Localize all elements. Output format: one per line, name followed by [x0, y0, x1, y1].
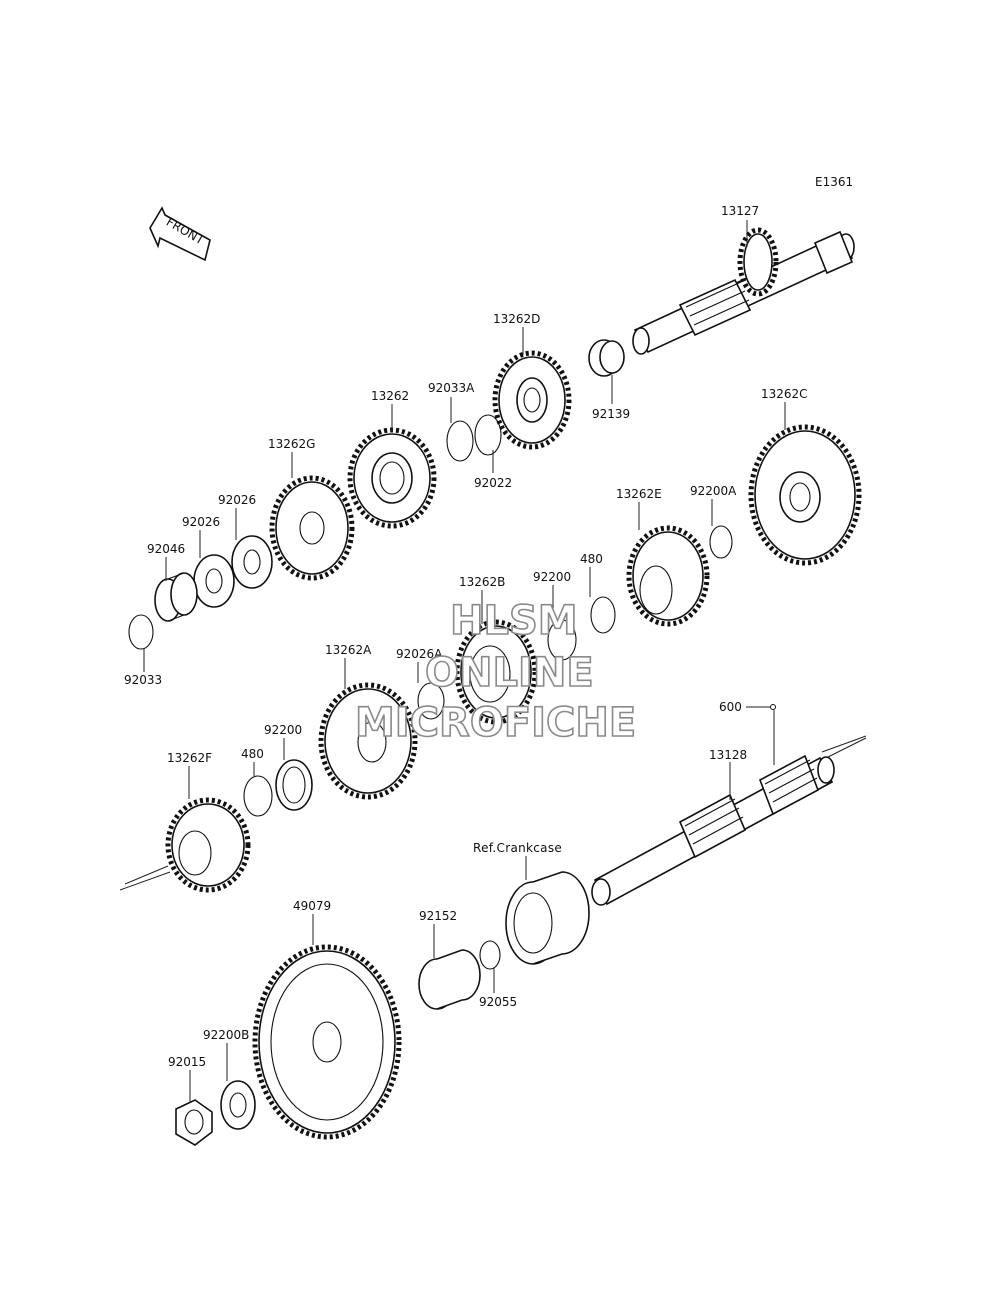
watermark: HLSM ONLINE MICROFICHE: [354, 597, 637, 747]
callout-labels: 13127 13262D 92139 92033A 13262 92022 13…: [124, 204, 808, 1069]
callout-92200-lower: 92200: [264, 723, 302, 737]
crankcase-bearing: [505, 871, 590, 965]
callout-92026-b: 92026: [182, 515, 220, 529]
oring-92055: [479, 940, 501, 970]
callout-600: 600: [719, 700, 742, 714]
callout-92033: 92033: [124, 673, 162, 687]
diagram-code: E1361: [815, 175, 853, 189]
washer-92026-b: [193, 554, 235, 608]
nut-92015: [175, 1099, 213, 1146]
driveshaft-13128: [591, 735, 867, 906]
washer-92026A: [417, 682, 445, 720]
gear-13262D: [492, 350, 572, 450]
callout-92055: 92055: [479, 995, 517, 1009]
washer-92200A: [709, 525, 733, 559]
bearing-92046: [154, 572, 198, 622]
callout-13128: 13128: [709, 748, 747, 762]
washer-92200-lower: [275, 759, 313, 811]
callout-92200-upper: 92200: [533, 570, 571, 584]
callout-13262C: 13262C: [761, 387, 808, 401]
circlip-92022: [474, 414, 502, 456]
callout-480-upper: 480: [580, 552, 603, 566]
callout-13262: 13262: [371, 389, 409, 403]
callout-92139: 92139: [592, 407, 630, 421]
callout-92152: 92152: [419, 909, 457, 923]
callout-13262B: 13262B: [459, 575, 505, 589]
gear-13262B: [454, 619, 538, 725]
gear-13262C: [748, 424, 862, 566]
callout-480-lower: 480: [241, 747, 264, 761]
circlip-92033A: [446, 420, 474, 462]
callout-92033A: 92033A: [428, 381, 475, 395]
gear-13262F: [119, 797, 251, 893]
circlip-480-lower: [243, 775, 273, 817]
callout-92015: 92015: [168, 1055, 206, 1069]
countershaft-13127: [632, 227, 855, 355]
callout-13127: 13127: [721, 204, 759, 218]
leader-lines: [143, 220, 786, 1103]
callout-13262E: 13262E: [616, 487, 662, 501]
callout-92026A: 92026A: [396, 647, 443, 661]
collar-92152: [418, 949, 481, 1010]
callout-92026-a: 92026: [218, 493, 256, 507]
callout-13262A: 13262A: [325, 643, 372, 657]
washer-92200B: [220, 1080, 256, 1130]
callout-13262G: 13262G: [268, 437, 315, 451]
circlip-92033: [128, 614, 154, 650]
ref-crankcase-label: Ref.Crankcase: [473, 841, 562, 855]
callout-13262D: 13262D: [493, 312, 540, 326]
washer-92026-a: [231, 535, 273, 589]
gear-13262E: [626, 525, 710, 627]
callout-92022: 92022: [474, 476, 512, 490]
callout-92046: 92046: [147, 542, 185, 556]
washer-92200-upper: [547, 619, 577, 661]
callout-13262F: 13262F: [167, 751, 212, 765]
gear-13262: [347, 427, 437, 529]
circlip-480-upper: [590, 596, 616, 634]
callout-92200A: 92200A: [690, 484, 737, 498]
callout-92200B: 92200B: [203, 1028, 249, 1042]
collar-92139: [588, 339, 625, 377]
gear-13262G: [269, 475, 355, 581]
gear-13262A: [318, 682, 418, 800]
front-arrow-icon: FRONT: [149, 206, 211, 262]
watermark-line-2: ONLINE: [425, 650, 594, 696]
callout-600-dot: [770, 704, 776, 710]
sprocket-49079: [252, 944, 402, 1140]
callout-49079: 49079: [293, 899, 331, 913]
watermark-line-3: MICROFICHE: [355, 700, 636, 746]
watermark-line-1: HLSM: [450, 598, 578, 644]
